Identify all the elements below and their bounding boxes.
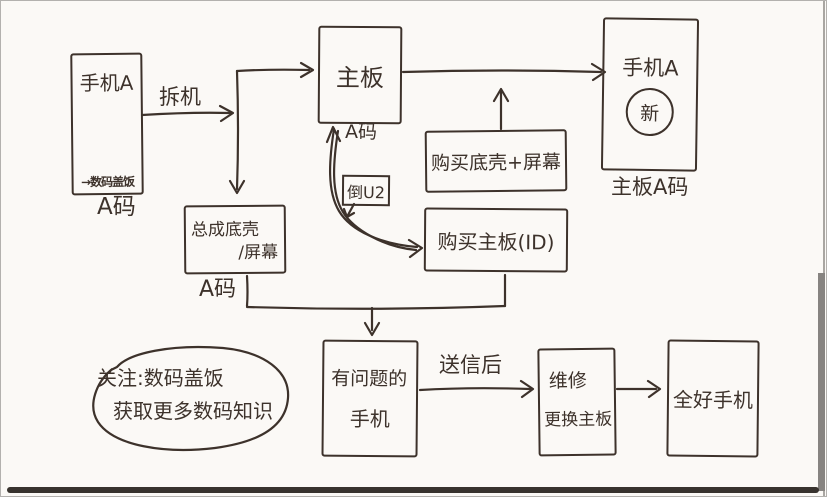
node-assembly-line2: /屏幕	[238, 242, 279, 263]
note-line1: 关注:数码盖饭	[97, 366, 224, 390]
node-buy-board: 购买主板(ID)	[423, 207, 569, 273]
caption-assembly-code: A码	[199, 277, 237, 302]
node-phone-a-title: 手机A	[79, 70, 134, 96]
node-problem-phone-line2: 手机	[349, 406, 390, 432]
arrow-u2-pointer	[342, 202, 356, 219]
arrow-after-send	[418, 379, 535, 399]
node-repair: 维修 更换主板	[537, 347, 617, 457]
node-u2-title: 倒U2	[346, 182, 386, 202]
node-buy-shell-title: 购买底壳+屏幕	[430, 150, 562, 175]
node-mainboard: 主板	[317, 25, 403, 125]
arrow-shell-up	[492, 87, 510, 131]
arrow-repair-to-good	[615, 379, 662, 399]
note-line2: 获取更多数码知识	[113, 399, 273, 423]
bus-to-problem-phone	[245, 273, 507, 337]
node-buy-shell: 购买底壳+屏幕	[424, 129, 568, 193]
node-repair-line1: 维修	[548, 369, 587, 393]
node-good-phone-title: 全好手机	[672, 387, 754, 413]
node-phone-a-watermark: →数码盖饭	[81, 174, 135, 190]
caption-phone-new-code: 主板A码	[611, 175, 689, 199]
edge-label-after-send: 送信后	[439, 353, 502, 377]
node-assembly: 总成底壳 /屏幕	[183, 204, 287, 275]
junction-split-lines	[228, 61, 315, 195]
node-good-phone: 全好手机	[666, 339, 760, 458]
node-problem-phone-line1: 有问题的	[331, 367, 408, 391]
edge-label-disassemble: 拆机	[159, 85, 201, 109]
caption-mainboard-code: A码	[345, 121, 377, 143]
new-badge-text: 新	[640, 102, 660, 125]
photo-edge-bottom	[7, 487, 819, 493]
caption-phone-a-code: A码	[97, 194, 136, 220]
arrow-mainboard-to-new-phone	[401, 62, 607, 82]
node-assembly-line1: 总成底壳	[190, 219, 260, 241]
node-u2: 倒U2	[341, 174, 391, 207]
photo-edge-right-dark	[818, 273, 825, 491]
node-buy-board-title: 购买主板(ID)	[437, 229, 555, 254]
node-phone-a: 手机A →数码盖饭	[70, 52, 144, 196]
node-phone-new: 手机A 新	[600, 17, 700, 172]
node-phone-new-title: 手机A	[622, 55, 679, 81]
node-repair-line2: 更换主板	[544, 409, 613, 431]
node-problem-phone: 有问题的 手机	[321, 339, 419, 458]
photo-edge-right-thin	[823, 1, 825, 496]
new-badge: 新	[625, 87, 675, 137]
node-mainboard-title: 主板	[335, 63, 385, 92]
